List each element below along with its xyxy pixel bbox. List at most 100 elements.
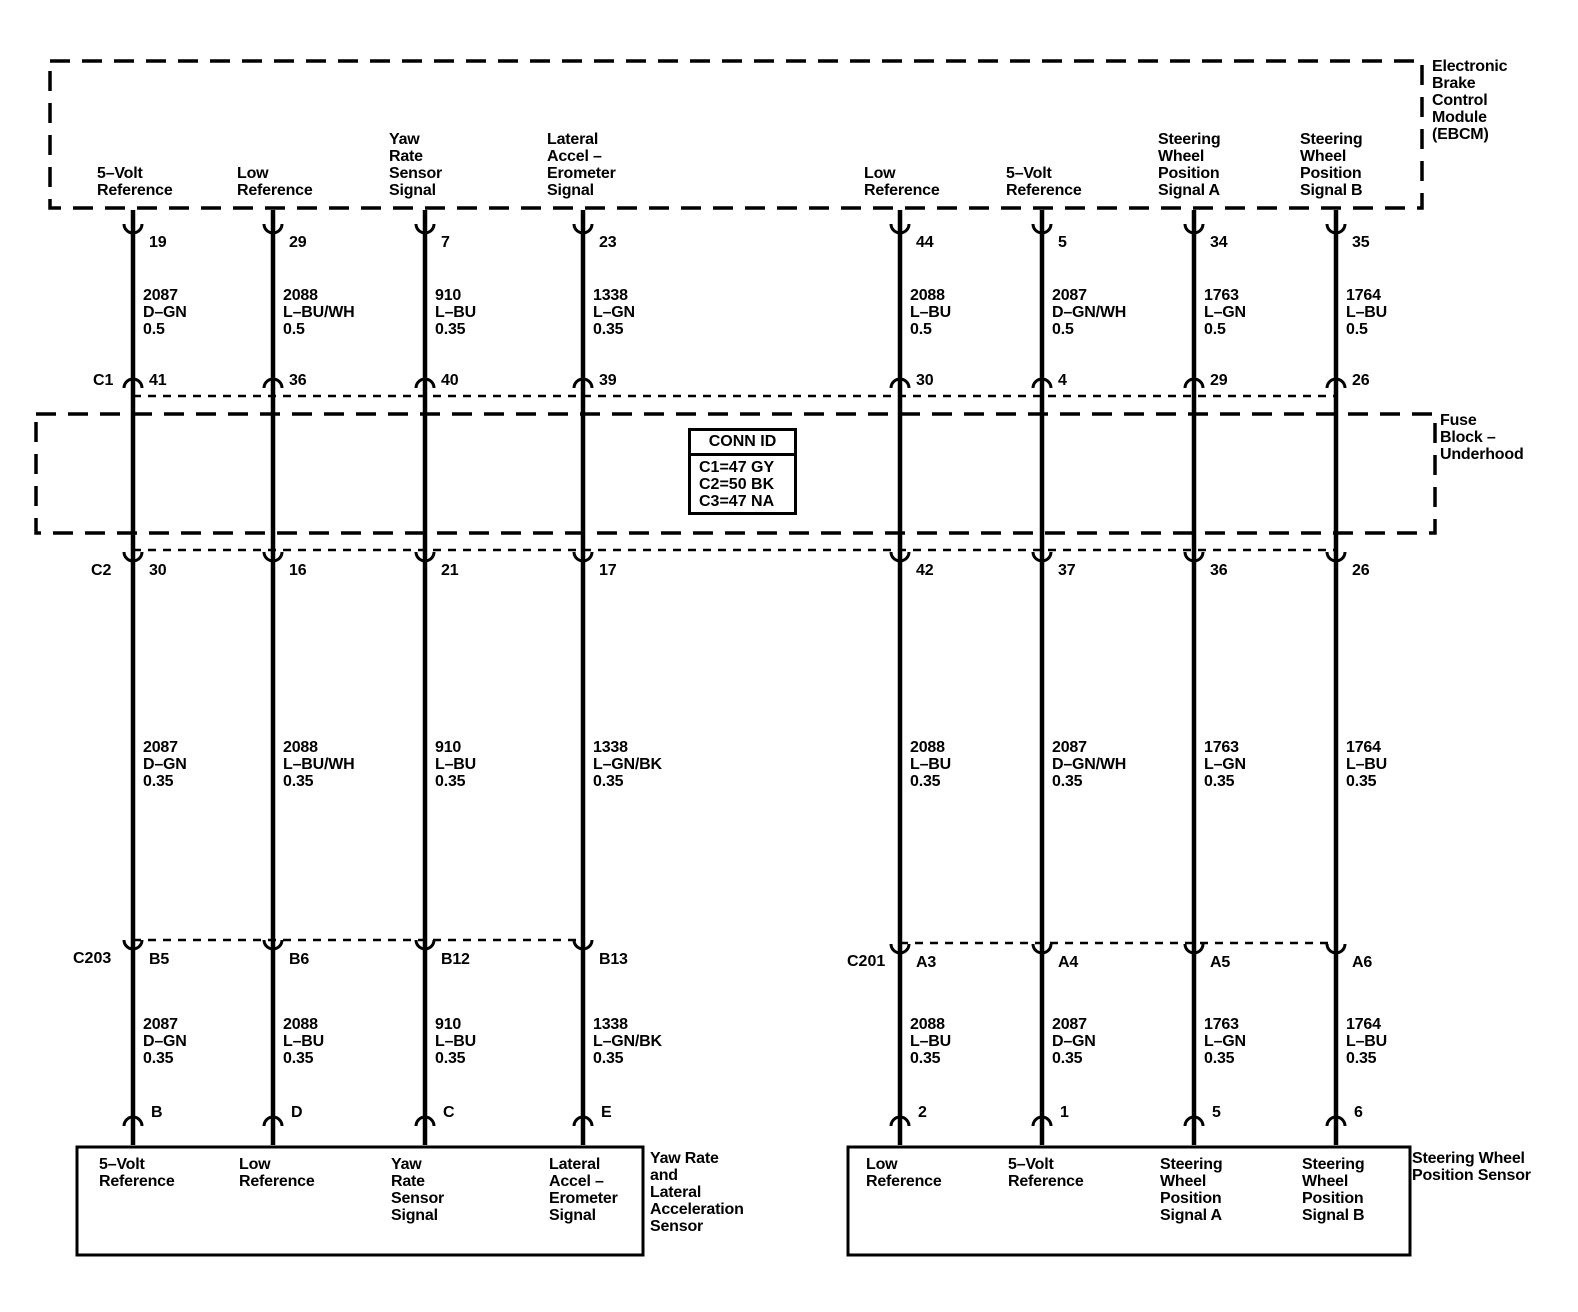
sensor-pin-label: Steering Wheel Position Signal A <box>1160 1156 1223 1224</box>
c1-pin-number: 40 <box>441 372 459 389</box>
conn-id-title: CONN ID <box>691 431 794 456</box>
steering-sensor-module-box <box>846 1145 1412 1257</box>
c1-pin-number: 36 <box>289 372 307 389</box>
fuse-block-label: Fuse Block – Underhood <box>1440 412 1524 463</box>
inline-pin-number: A6 <box>1352 954 1373 971</box>
wire-spec-mid: 2087 D–GN 0.35 <box>143 739 187 790</box>
inline-pin-number: B12 <box>441 951 470 968</box>
c2-pin-number: 36 <box>1210 562 1228 579</box>
wire-spec-mid: 1763 L–GN 0.35 <box>1204 739 1246 790</box>
ebcm-pin-number: 34 <box>1210 234 1228 251</box>
sensor-terminal <box>1325 1115 1347 1127</box>
conn-id-row: C1=47 GY <box>699 459 775 476</box>
ebcm-terminal <box>262 223 284 235</box>
inline-terminal <box>122 939 144 951</box>
wire-spec-mid: 2087 D–GN/WH 0.35 <box>1052 739 1127 790</box>
ebcm-pin-number: 35 <box>1352 234 1370 251</box>
conn-id-box: CONN ID C1=47 GY C2=50 BK C3=47 NA <box>688 428 797 515</box>
sensor-pin-number: E <box>601 1104 612 1121</box>
c1-terminal <box>889 377 911 389</box>
wire-spec-top: 1338 L–GN 0.35 <box>593 287 635 338</box>
sensor-pin-label: Low Reference <box>866 1156 942 1190</box>
sensor-pin-number: 2 <box>918 1104 927 1121</box>
sensor-terminal <box>572 1115 594 1127</box>
ebcm-terminal <box>122 223 144 235</box>
inline-terminal <box>572 939 594 951</box>
wire-spec-bottom: 1338 L–GN/BK 0.35 <box>593 1016 662 1067</box>
sensor-pin-number: 1 <box>1060 1104 1069 1121</box>
ebcm-terminal <box>414 223 436 235</box>
c1-terminal <box>1031 377 1053 389</box>
inline-pin-number: B6 <box>289 951 310 968</box>
wire-spec-bottom: 1763 L–GN 0.35 <box>1204 1016 1246 1067</box>
c1-terminal <box>262 377 284 389</box>
c1-pin-number: 29 <box>1210 372 1228 389</box>
sensor-pin-label: Steering Wheel Position Signal B <box>1302 1156 1365 1224</box>
sensor-terminal <box>889 1115 911 1127</box>
connector-c2-label: C2 <box>91 562 112 579</box>
sensor-terminal <box>122 1115 144 1127</box>
wire-spec-mid: 2088 L–BU 0.35 <box>910 739 951 790</box>
wire-spec-bottom: 910 L–BU 0.35 <box>435 1016 476 1067</box>
connector-c1-label: C1 <box>93 372 114 389</box>
inline-terminal <box>1183 943 1205 955</box>
sensor-terminal <box>414 1115 436 1127</box>
sensor-pin-label: 5–Volt Reference <box>1008 1156 1084 1190</box>
sensor-pin-label: Lateral Accel – Erometer Signal <box>549 1156 618 1224</box>
ebcm-terminal <box>889 223 911 235</box>
wire-spec-mid: 2088 L–BU/WH 0.35 <box>283 739 355 790</box>
inline-terminal <box>889 943 911 955</box>
sensor-terminal <box>262 1115 284 1127</box>
c2-pin-number: 26 <box>1352 562 1370 579</box>
c1-pin-number: 30 <box>916 372 934 389</box>
yaw-sensor-module-label: Yaw Rate and Lateral Acceleration Sensor <box>650 1150 744 1235</box>
sensor-pin-number: 6 <box>1354 1104 1363 1121</box>
inline-pin-number: A4 <box>1058 954 1079 971</box>
c2-terminal <box>122 551 144 563</box>
wire-spec-bottom: 2087 D–GN 0.35 <box>1052 1016 1096 1067</box>
c2-pin-number: 16 <box>289 562 307 579</box>
connector-c203-label: C203 <box>73 950 112 967</box>
wire-spec-top: 2087 D–GN 0.5 <box>143 287 187 338</box>
ebcm-pin-number: 5 <box>1058 234 1067 251</box>
ebcm-terminal <box>1031 223 1053 235</box>
ebcm-pin-label: 5–Volt Reference <box>1006 165 1082 199</box>
c1-terminal <box>1183 377 1205 389</box>
inline-terminal <box>262 939 284 951</box>
fuse-block-outline <box>34 412 1437 535</box>
ebcm-terminal <box>1183 223 1205 235</box>
ebcm-pin-number: 7 <box>441 234 450 251</box>
ebcm-pin-label: Lateral Accel – Erometer Signal <box>547 131 616 199</box>
c2-pin-number: 30 <box>149 562 167 579</box>
ebcm-pin-label: Steering Wheel Position Signal B <box>1300 131 1363 199</box>
c1-pin-number: 4 <box>1058 372 1067 389</box>
wire-spec-bottom: 1764 L–BU 0.35 <box>1346 1016 1387 1067</box>
c1-terminal <box>414 377 436 389</box>
ebcm-pin-number: 23 <box>599 234 617 251</box>
wire-spec-top: 910 L–BU 0.35 <box>435 287 476 338</box>
c2-pin-number: 42 <box>916 562 934 579</box>
ebcm-terminal <box>1325 223 1347 235</box>
inline-pin-number: A5 <box>1210 954 1231 971</box>
inline-pin-number: A3 <box>916 954 937 971</box>
c2-terminal <box>414 551 436 563</box>
c2-pin-number: 17 <box>599 562 617 579</box>
c2-pin-number: 37 <box>1058 562 1076 579</box>
inline-pin-number: B13 <box>599 951 628 968</box>
steering-sensor-module-label: Steering Wheel Position Sensor <box>1412 1150 1531 1184</box>
wire-spec-top: 1764 L–BU 0.5 <box>1346 287 1387 338</box>
ebcm-pin-label: Steering Wheel Position Signal A <box>1158 131 1221 199</box>
wire-spec-bottom: 2088 L–BU 0.35 <box>910 1016 951 1067</box>
sensor-terminal <box>1183 1115 1205 1127</box>
c1-terminal <box>1325 377 1347 389</box>
sensor-pin-number: 5 <box>1212 1104 1221 1121</box>
c2-terminal <box>889 551 911 563</box>
c2-terminal <box>262 551 284 563</box>
ebcm-terminal <box>572 223 594 235</box>
wire-spec-top: 2087 D–GN/WH 0.5 <box>1052 287 1127 338</box>
sensor-terminal <box>1031 1115 1053 1127</box>
ebcm-pin-number: 29 <box>289 234 307 251</box>
sensor-pin-number: B <box>151 1104 163 1121</box>
yaw-sensor-module-box <box>75 1145 645 1257</box>
c1-pin-number: 41 <box>149 372 167 389</box>
